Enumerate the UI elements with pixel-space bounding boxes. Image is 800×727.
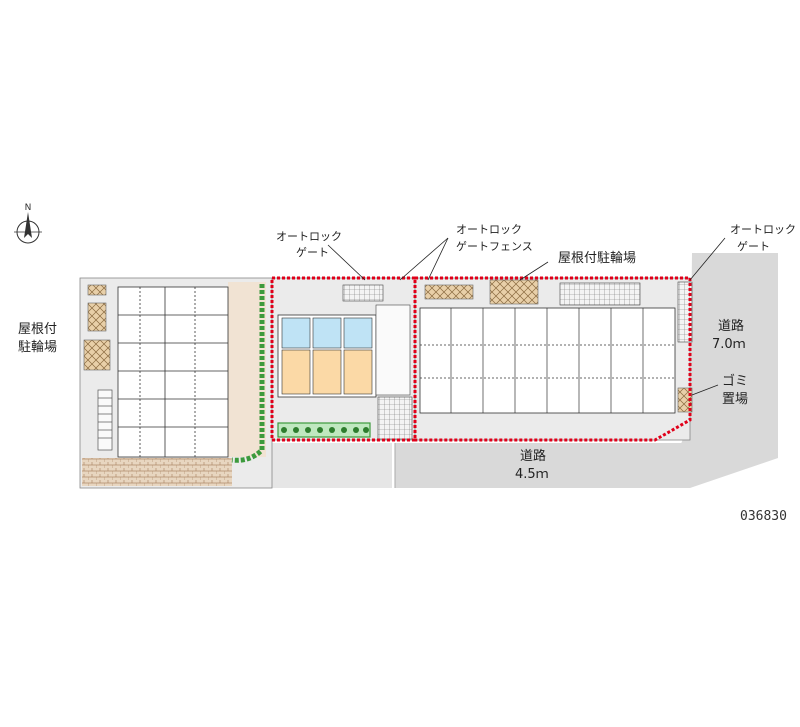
north-arrow-icon: N <box>14 203 42 244</box>
right-building <box>419 307 676 414</box>
middle-units-blue <box>281 317 373 349</box>
autolock-fence-outline <box>270 276 692 442</box>
road-bottom-left-part <box>272 443 392 488</box>
callout-lines <box>327 237 726 396</box>
right-gate-grid <box>677 281 693 343</box>
road-right-label-1: 道路 <box>718 318 744 334</box>
autolock-gate-right-label-2: ゲート <box>737 240 770 253</box>
road-bottom <box>395 443 690 488</box>
left-stairs <box>97 389 113 451</box>
road-right-label-2: 7.0ｍ <box>712 337 746 352</box>
left-building-units <box>117 286 229 458</box>
garbage-label-2: 置場 <box>722 392 748 407</box>
property-code: 036830 <box>740 509 787 524</box>
autolock-fence-label-2: ゲートフェンス <box>456 240 533 253</box>
right-bike-parking-1 <box>424 284 474 300</box>
autolock-gate-left-label-2: ゲート <box>296 246 329 259</box>
garbage-label-1: ゴミ <box>722 373 748 389</box>
middle-corridor <box>375 304 411 396</box>
autolock-gate-left-label-1: オートロック <box>276 230 342 243</box>
middle-hedge <box>277 422 371 438</box>
autolock-gate-right-label-1: オートロック <box>730 223 796 236</box>
right-building-units <box>420 308 675 413</box>
bike-left-label-1: 屋根付 <box>18 322 57 337</box>
autolock-fence-label-1: オートロック <box>456 223 522 236</box>
road-bottom-label-1: 道路 <box>520 448 546 464</box>
right-bike-parking-2 <box>489 279 539 305</box>
middle-units-orange <box>281 349 373 395</box>
middle-entrance-grid <box>377 396 413 440</box>
bike-left-label-2: 駐輪場 <box>18 339 57 355</box>
road-bottom-label-2: 4.5ｍ <box>515 467 549 482</box>
left-bike-parking <box>83 284 111 371</box>
middle-stair-top <box>342 284 384 302</box>
north-symbol: N <box>25 203 32 213</box>
right-stair-top <box>559 282 641 306</box>
bike-right-label: 屋根付駐輪場 <box>558 250 636 266</box>
left-hedge <box>231 284 265 463</box>
middle-hedge-dots <box>281 427 369 433</box>
left-brick-strip <box>82 458 232 486</box>
